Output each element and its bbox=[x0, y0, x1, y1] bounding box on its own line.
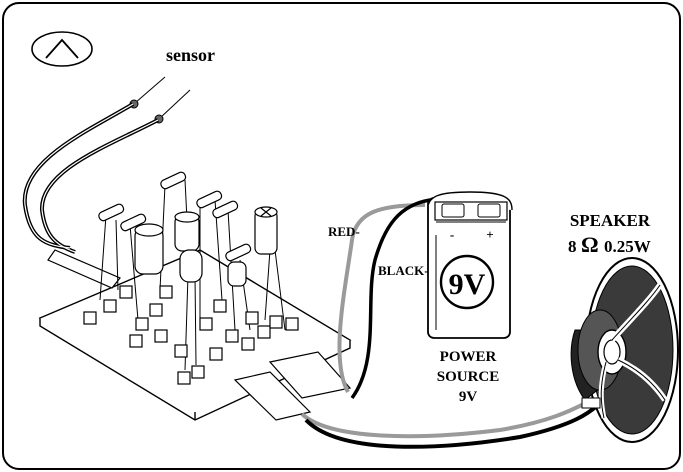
board-components bbox=[83, 171, 299, 385]
battery-9v: 9V - + bbox=[427, 191, 513, 339]
speaker bbox=[570, 257, 679, 443]
red-wire-label: RED- bbox=[328, 224, 360, 239]
speaker-label: SPEAKER 8 Ω 0.25W bbox=[568, 211, 651, 257]
svg-text:POWER: POWER bbox=[440, 349, 497, 365]
black-wire-label: BLACK- bbox=[378, 263, 429, 278]
speaker-power: 0.25W bbox=[604, 237, 651, 256]
chevron-up-icon bbox=[45, 38, 79, 59]
board-connectors bbox=[233, 351, 352, 421]
battery-plus: + bbox=[486, 227, 493, 242]
battery-minus: - bbox=[450, 227, 454, 242]
svg-text:9V: 9V bbox=[459, 389, 478, 405]
speaker-wires bbox=[300, 396, 600, 449]
battery-face-text: 9V bbox=[449, 268, 486, 301]
speaker-impedance-value: 8 bbox=[568, 237, 577, 256]
power-source-label: POWER SOURCE 9V bbox=[437, 349, 500, 405]
battery-wires bbox=[337, 198, 431, 400]
sensor-wires bbox=[22, 102, 159, 254]
svg-text:SPEAKER: SPEAKER bbox=[570, 211, 651, 230]
svg-text:SOURCE: SOURCE bbox=[437, 369, 500, 385]
panel-label-badge bbox=[31, 31, 93, 67]
ohm-symbol: Ω bbox=[581, 232, 599, 257]
battery-face-circle bbox=[439, 254, 495, 310]
sensor-label: sensor bbox=[166, 45, 215, 65]
